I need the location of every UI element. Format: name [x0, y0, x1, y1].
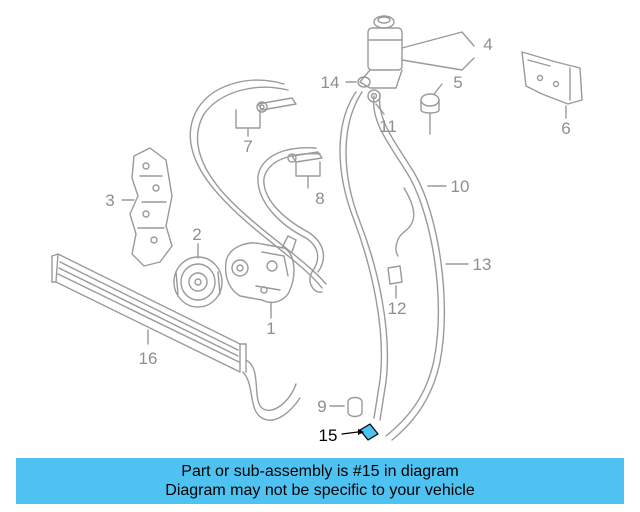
callout-5: 5 — [453, 73, 462, 92]
banner-line-2: Diagram may not be specific to your vehi… — [165, 482, 475, 499]
callout-16: 16 — [139, 349, 158, 368]
callout-8: 8 — [315, 189, 324, 208]
callout-7: 7 — [243, 137, 252, 156]
info-banner: Part or sub-assembly is #15 in diagram D… — [16, 458, 624, 504]
part-4-reservoir — [359, 15, 403, 89]
callout-9: 9 — [317, 397, 326, 416]
part-1-pump — [224, 235, 297, 304]
banner-line-1: Part or sub-assembly is #15 in diagram — [181, 463, 459, 480]
part-3-bracket — [129, 147, 173, 267]
callout-6: 6 — [561, 119, 570, 138]
part-14-fitting — [357, 76, 371, 88]
part-7-fitting — [256, 97, 297, 113]
part-5-cap — [420, 93, 440, 135]
part-13-return-hose — [339, 91, 389, 421]
pressure-hoses — [189, 79, 327, 293]
part-9-clip — [347, 396, 363, 418]
part-6-bracket — [521, 51, 583, 105]
leader-lines — [121, 31, 567, 407]
callout-1: 1 — [266, 319, 275, 338]
callout-4: 4 — [483, 35, 492, 54]
part-12-fitting — [387, 265, 403, 285]
part-11-fitting — [367, 89, 381, 103]
callout-12: 12 — [388, 299, 407, 318]
part-15-highlighted — [359, 423, 379, 441]
callout-2: 2 — [192, 225, 201, 244]
callout-13: 13 — [473, 255, 492, 274]
callout-15: 15 — [319, 426, 338, 445]
callout-14: 14 — [321, 73, 340, 92]
leader-15 — [341, 429, 364, 435]
callout-10: 10 — [451, 177, 470, 196]
part-2-pulley — [173, 256, 223, 308]
callout-11: 11 — [379, 117, 397, 136]
part-10-hose — [372, 93, 446, 441]
part-16-cooler — [51, 253, 301, 421]
callout-3: 3 — [105, 191, 114, 210]
